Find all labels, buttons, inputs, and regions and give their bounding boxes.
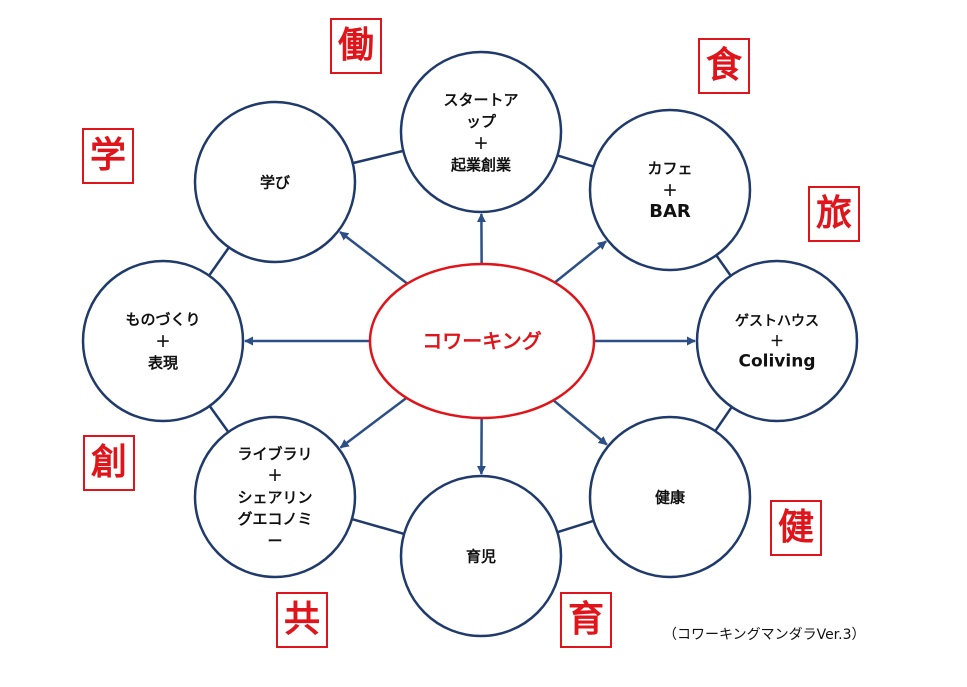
node-label-line: カフェ [647, 160, 692, 178]
kanji-box-create: 創 [83, 435, 135, 491]
kanji-box-health: 健 [770, 500, 822, 556]
node-circle-learning [193, 100, 357, 264]
ring-line-guesthouse [714, 406, 733, 432]
center-arrows [244, 213, 696, 475]
node-circle-guesthouse [695, 259, 859, 423]
node-circle-childcare [399, 474, 563, 638]
arrow-to-cafe [554, 240, 607, 284]
kanji-char: 育 [567, 599, 604, 640]
node-label-line: ＋ [155, 332, 170, 350]
diagram-caption: （コワーキングマンダラVer.3） [663, 627, 866, 643]
kanji-char: 食 [705, 45, 742, 86]
node-label-line: BAR [649, 201, 691, 222]
ring-line-cafe [715, 254, 732, 277]
node-health: 健康 [588, 415, 752, 579]
node-circle-making [81, 259, 245, 423]
node-label-line: ものづくり [125, 311, 200, 329]
kanji-char: 共 [283, 599, 320, 640]
kanji-char: 働 [337, 25, 374, 66]
node-label-line: ＋ [473, 134, 488, 152]
arrow-to-health [552, 399, 608, 446]
ring-line-learning [352, 149, 404, 165]
node-cafe: カフェ ＋ BAR [588, 108, 752, 272]
ring-line-childcare [351, 517, 405, 536]
kanji-box-travel: 旅 [808, 186, 860, 242]
node-guesthouse: ゲストハウス ＋Coliving [695, 259, 859, 423]
node-making: ものづくり ＋ 表現 [81, 259, 245, 423]
node-label-line: ＋ [267, 467, 282, 485]
center-node: コワーキング [368, 262, 596, 420]
ring-connectors [208, 149, 733, 536]
node-label-line: ライブラリ [237, 445, 312, 463]
node-circle-startup [399, 50, 563, 214]
center-label: コワーキング [422, 329, 541, 353]
node-label-line: 育児 [466, 547, 496, 565]
kanji-char: 旅 [815, 193, 852, 234]
kanji-char: 健 [777, 507, 814, 548]
node-label-line: ＋ [770, 334, 784, 350]
ring-line-health [556, 519, 595, 534]
node-label-line: ー [267, 532, 282, 550]
outer-nodes: スタートアップ＋起業創業カフェ＋BARゲストハウス＋Coliving健康育児ライ… [81, 50, 859, 638]
kanji-box-share: 共 [276, 592, 328, 648]
node-label-line: ップ [466, 113, 497, 131]
kanji-box-work: 働 [330, 18, 382, 74]
kanji-char: 創 [90, 442, 127, 483]
node-label-line: スタートア [443, 91, 518, 109]
node-circle-health [588, 415, 752, 579]
center-ellipse [368, 262, 596, 420]
ring-line-library [208, 405, 230, 433]
ring-line-startup [557, 154, 594, 168]
kanji-char: 学 [89, 135, 126, 176]
node-label-line: ゲストハウス [735, 313, 819, 330]
node-label-line: Coliving [739, 351, 816, 371]
node-label-line: 学び [260, 173, 290, 191]
node-label-line: 健康 [655, 488, 686, 506]
node-label-line: シェアリン [237, 488, 312, 506]
arrow-to-library [339, 396, 408, 449]
node-circle-cafe [588, 108, 752, 272]
node-label-line: グエコノミ [237, 510, 312, 528]
kanji-box-food: 食 [698, 38, 750, 94]
kanji-box-raise: 育 [560, 592, 612, 648]
node-label-line: 起業創業 [450, 156, 512, 174]
node-childcare: 育児 [399, 474, 563, 638]
node-learning: 学び [193, 100, 357, 264]
ring-line-making [208, 246, 230, 277]
arrow-to-learning [339, 230, 409, 285]
node-circle-library [193, 415, 357, 579]
node-label-line: 表現 [148, 354, 178, 372]
kanji-box-learn: 学 [82, 128, 134, 184]
node-label-line: ＋ [662, 181, 677, 199]
